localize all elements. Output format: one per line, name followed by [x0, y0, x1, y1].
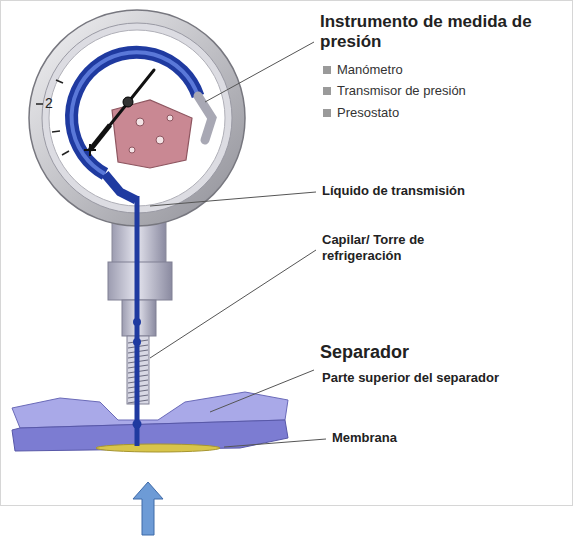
instrument-type: Presostato — [337, 105, 399, 121]
instrument-type: Transmisor de presión — [337, 83, 466, 99]
dial-minus-tick — [36, 103, 43, 105]
fluid-dot — [133, 420, 142, 429]
dial-tick — [52, 131, 60, 132]
leader-line — [150, 192, 316, 206]
movement-block — [112, 100, 192, 168]
gauge-bezel — [42, 23, 232, 213]
instrument-type: Manómetro — [337, 62, 403, 78]
leader-line — [150, 250, 316, 358]
dial-tick — [56, 80, 63, 83]
dial-face — [49, 30, 225, 206]
movement-hole — [156, 136, 164, 144]
tube-to-socket — [105, 174, 136, 200]
leader-line — [224, 439, 326, 447]
pointer-needle — [90, 70, 154, 150]
bullet-square — [323, 109, 331, 117]
separator-front — [12, 420, 288, 451]
leader-line — [205, 42, 314, 102]
movement-hole — [129, 147, 135, 153]
gauge-case — [29, 10, 245, 226]
image-frame — [1, 1, 573, 506]
leader-line — [210, 370, 314, 412]
pointer-tail — [90, 125, 110, 150]
movement-hole — [136, 118, 144, 126]
plus-mark — [89, 144, 91, 156]
hex-connector — [108, 262, 172, 300]
pointer-pivot — [123, 97, 133, 107]
instrument-heading: Instrumento de medida de presión — [320, 12, 532, 53]
part-label: Capilar/ Torre de refrigeración — [322, 232, 487, 263]
bullet-square — [323, 87, 331, 95]
fluid-dot — [133, 338, 141, 346]
pressure-arrow — [133, 482, 163, 535]
movement-hole — [167, 115, 173, 121]
part-label: Parte superior del separador — [322, 370, 499, 386]
bullet-square — [323, 66, 331, 74]
fluid-dot — [133, 318, 141, 326]
dial-number: 2 — [45, 95, 53, 112]
dial-tick — [62, 151, 69, 155]
membrane — [96, 444, 220, 452]
bourdon-tube — [72, 52, 198, 174]
part-label: Membrana — [332, 430, 397, 446]
bourdon-tube-shine — [72, 52, 198, 174]
part-label: Líquido de transmisión — [322, 183, 465, 199]
tube-end-link — [198, 96, 212, 140]
part-heading: Separador — [320, 342, 409, 364]
